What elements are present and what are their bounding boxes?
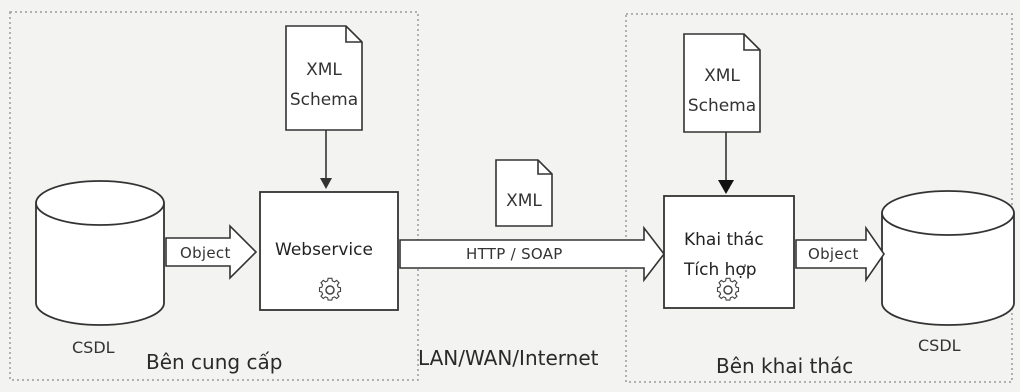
right-schema-document-icon [683, 33, 761, 133]
right-schema-label-line2: Schema [687, 96, 757, 116]
left-object-arrow [165, 224, 258, 280]
transport-arrow-label: HTTP / SOAP [466, 245, 563, 263]
left-schema-label-line1: XML [306, 60, 342, 80]
client-box-label-line2: Tích hợp [684, 260, 757, 280]
client-gear-icon [716, 277, 740, 301]
left-object-arrow-label: Object [180, 244, 231, 262]
provider-panel [9, 11, 419, 381]
right-database-icon [881, 190, 1015, 326]
client-box-label-line1: Khai thác [684, 230, 764, 250]
consumer-caption: Bên khai thác [716, 354, 854, 378]
consumer-panel [625, 13, 1013, 383]
webservice-gear-icon [318, 277, 342, 301]
network-caption: LAN/WAN/Internet [418, 346, 599, 370]
right-database-label: CSDL [918, 336, 961, 355]
webservice-box [259, 191, 399, 311]
transport-arrow [399, 225, 666, 283]
left-database-icon [35, 180, 165, 326]
left-schema-document-icon [285, 25, 363, 131]
left-schema-connector [320, 130, 332, 189]
left-database-label: CSDL [72, 338, 115, 357]
client-box [663, 195, 795, 309]
right-object-arrow [795, 225, 885, 283]
webservice-box-label: Webservice [275, 240, 373, 260]
right-schema-label-line1: XML [704, 66, 740, 86]
xml-document-label: XML [506, 191, 542, 211]
right-schema-connector [718, 132, 734, 194]
left-schema-label-line2: Schema [289, 90, 359, 110]
right-object-arrow-label: Object [808, 245, 859, 263]
xml-document-icon [495, 159, 553, 227]
provider-caption: Bên cung cấp [146, 350, 283, 374]
